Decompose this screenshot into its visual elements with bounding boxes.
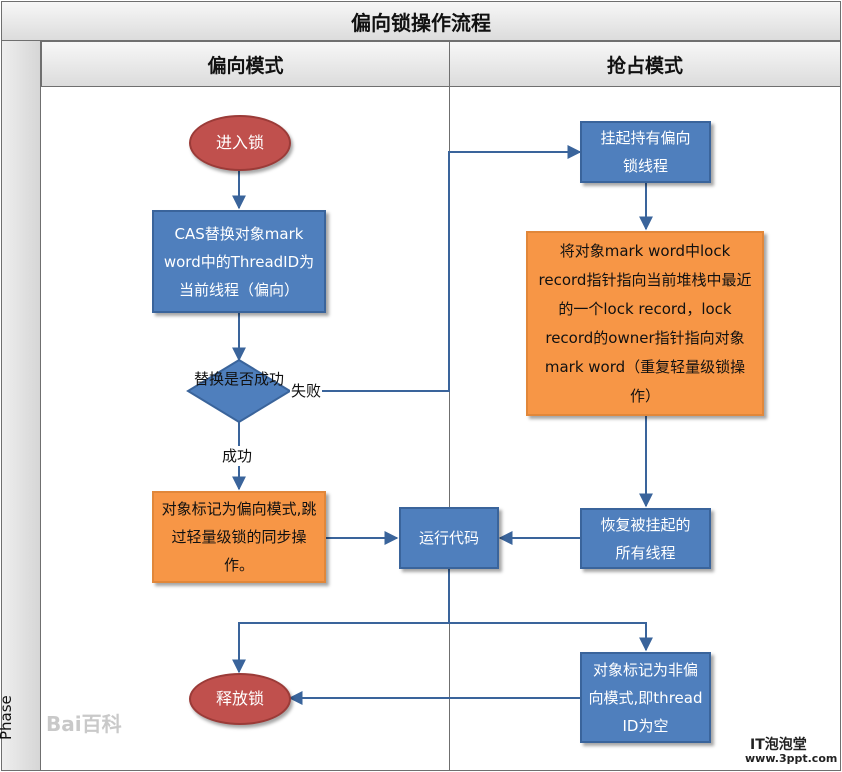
edge-run-to-nonbiased xyxy=(449,622,653,652)
edge-label-success: 成功 xyxy=(221,446,254,466)
edge-label-fail: 失败 xyxy=(290,381,323,401)
edge-decision-fail-to-suspend xyxy=(288,145,582,392)
lane-body-preempt xyxy=(449,87,841,771)
node-mark-biased: 对象标记为偏向模式,跳过轻量级锁的同步操作。 xyxy=(152,491,326,583)
brand-logo-text: IT泡泡堂 xyxy=(750,737,807,753)
node-cas-replace: CAS替换对象mark word中的ThreadID为当前线程（偏向） xyxy=(152,210,326,313)
brand-url: www.3ppt.com xyxy=(745,752,838,765)
node-suspend-thread: 挂起持有偏向锁线程 xyxy=(580,121,711,183)
lane-body-biased xyxy=(41,87,450,771)
node-decision-label: 替换是否成功 xyxy=(193,370,284,388)
node-enter-lock: 进入锁 xyxy=(189,115,291,171)
lane-header-preempt: 抢占模式 xyxy=(449,41,841,87)
node-mark-nonbiased: 对象标记为非偏向模式,即thread ID为空 xyxy=(580,652,711,743)
baidu-watermark: Bai百科 xyxy=(46,712,122,736)
node-point-lock-record: 将对象mark word中lock record指针指向当前堆栈中最近的一个lo… xyxy=(526,231,764,416)
decision-diamond xyxy=(186,358,292,424)
edge-run-to-release xyxy=(232,569,450,674)
phase-column xyxy=(1,41,41,771)
node-resume-threads: 恢复被挂起的所有线程 xyxy=(580,508,711,569)
node-run-code: 运行代码 xyxy=(399,507,499,569)
diagram-title: 偏向锁操作流程 xyxy=(1,1,841,41)
lane-header-biased: 偏向模式 xyxy=(41,41,450,87)
node-release-lock: 释放锁 xyxy=(189,673,291,725)
